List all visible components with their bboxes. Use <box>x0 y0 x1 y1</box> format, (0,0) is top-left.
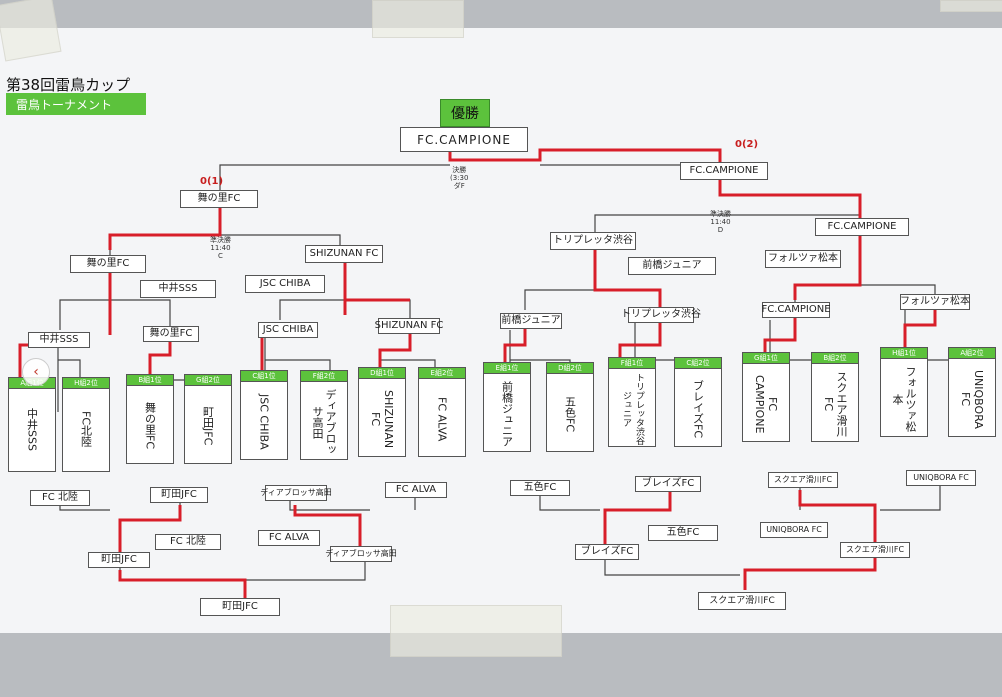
tape <box>0 0 62 62</box>
page-title: 第38回雷鳥カップ <box>6 76 131 94</box>
team-group: E組2位 <box>419 368 465 379</box>
consolation-box: 五色FC <box>510 480 570 496</box>
team-name: FC北陸 <box>79 410 93 447</box>
r1-winner-3: JSC CHIBA <box>258 322 318 338</box>
consolation-box: 五色FC <box>648 525 718 541</box>
team-name: JSC CHIBA <box>257 394 271 450</box>
consolation-final-right: スクエア滑川FC <box>698 592 786 610</box>
consolation-final-left: 町田JFC <box>200 598 280 616</box>
tape <box>390 605 562 657</box>
r1-winner-6: トリプレッタ渋谷 <box>621 307 701 323</box>
consolation-box: ブレイズFC <box>635 476 701 492</box>
team-group: D組2位 <box>547 363 593 374</box>
team-name: UNIQBORA FC <box>959 369 985 429</box>
team-card: B組2位スクエア滑川FC <box>811 352 859 442</box>
team-group: F組2位 <box>301 371 347 382</box>
r1-winner-5: 前橋ジュニア <box>500 313 562 329</box>
team-card: A組2位 UNIQBORA FC <box>948 347 996 437</box>
team-name: ブレイズFC <box>691 379 705 438</box>
team-card: D組1位 SHIZUNAN FC <box>358 367 406 457</box>
consolation-box: UNIQBORA FC <box>760 522 828 538</box>
consolation-box: FC 北陸 <box>155 534 221 550</box>
champion-label: 優勝 <box>440 99 490 127</box>
tape <box>940 0 1002 12</box>
r1-winner-7: FC.CAMPIONE <box>762 302 831 318</box>
consolation-box: スクエア滑川FC <box>840 542 910 558</box>
team-card: G組2位町田JFC <box>184 374 232 464</box>
semi-right-box: FC.CAMPIONE <box>680 162 768 180</box>
team-name: トリプレッタ渋谷ジュニア <box>621 373 644 445</box>
consolation-box: ブレイズFC <box>575 544 639 560</box>
semi-left-box: 舞の里FC <box>180 190 258 208</box>
r1-winner-1: 中井SSS <box>28 332 90 348</box>
team-group: F組1位 <box>609 358 655 369</box>
qf-box-1: 舞の里FC <box>70 255 146 273</box>
r1-winner-8: フォルツァ松本 <box>900 294 970 310</box>
team-group: H組1位 <box>881 348 927 359</box>
qf-box-4: FC.CAMPIONE <box>815 218 909 236</box>
r2-box-1: 中井SSS <box>140 280 216 298</box>
consolation-box: FC ALVA <box>385 482 447 498</box>
team-name: フォルツァ松本 <box>891 366 917 432</box>
qf-box-3: トリプレッタ渋谷 <box>550 232 636 250</box>
team-card: C組2位ブレイズFC <box>674 357 722 447</box>
team-group: D組1位 <box>359 368 405 379</box>
back-arrow-icon[interactable]: ‹ <box>22 358 50 386</box>
team-group: B組2位 <box>812 353 858 364</box>
team-name: 五色FC <box>563 395 577 432</box>
final-score-left: 0(1) <box>200 176 224 187</box>
r1-winner-4: SHIZUNAN FC <box>375 318 443 334</box>
tape <box>372 0 464 38</box>
subtitle-bar: 雷鳥トーナメント <box>6 93 146 115</box>
consolation-box: FC ALVA <box>258 530 320 546</box>
final-score-right: 0(2) <box>735 139 759 150</box>
team-group: G組1位 <box>743 353 789 364</box>
r2-box-3: 前橋ジュニア <box>628 257 716 275</box>
team-card: C組1位 JSC CHIBA <box>240 370 288 460</box>
team-card: A組1位中井SSS <box>8 377 56 472</box>
team-name: 前橋ジュニア <box>500 381 514 447</box>
team-card: B組1位舞の里FC <box>126 374 174 464</box>
consolation-box: スクエア滑川FC <box>768 472 838 488</box>
qf-box-2: SHIZUNAN FC <box>305 245 383 263</box>
team-name: SHIZUNAN FC <box>369 389 395 449</box>
consolation-box: ディアブロッサ高田 <box>260 485 332 501</box>
team-group: C組2位 <box>675 358 721 369</box>
team-card: F組1位トリプレッタ渋谷ジュニア <box>608 357 656 447</box>
r2-box-4: フォルツァ松本 <box>765 250 841 268</box>
team-card: G組1位 FC CAMPIONE <box>742 352 790 442</box>
team-group: A組2位 <box>949 348 995 359</box>
final-info: 決勝 (3:30 ダF <box>450 166 469 190</box>
consolation-box: 町田JFC <box>88 552 150 568</box>
team-card: H組1位フォルツァ松本 <box>880 347 928 437</box>
team-group: E組1位 <box>484 363 530 374</box>
team-card: E組2位 FC ALVA <box>418 367 466 457</box>
team-group: G組2位 <box>185 375 231 386</box>
team-group: C組1位 <box>241 371 287 382</box>
consolation-box: ディアブロッサ高田 <box>325 546 397 562</box>
champion-box: FC.CAMPIONE <box>400 127 528 152</box>
team-card: E組1位前橋ジュニア <box>483 362 531 452</box>
consolation-box: UNIQBORA FC <box>906 470 976 486</box>
r1-winner-2: 舞の里FC <box>143 326 199 342</box>
team-name: 中井SSS <box>25 407 39 451</box>
team-name: スクエア滑川FC <box>822 371 848 437</box>
team-name: 町田JFC <box>201 406 215 446</box>
team-group: H組2位 <box>63 378 109 389</box>
r2-box-2: JSC CHIBA <box>245 275 325 293</box>
team-card: H組2位 FC北陸 <box>62 377 110 472</box>
team-name: FC CAMPIONE <box>753 374 779 434</box>
consolation-box: 町田JFC <box>150 487 208 503</box>
team-name: 舞の里FC <box>143 402 157 450</box>
semi-right-info: 準決勝 11:40 D <box>710 210 731 234</box>
team-card: D組2位五色FC <box>546 362 594 452</box>
team-name: FC ALVA <box>435 396 449 442</box>
team-name: ディアブロッサ高田 <box>311 389 337 455</box>
team-group: B組1位 <box>127 375 173 386</box>
consolation-box: FC 北陸 <box>30 490 90 506</box>
semi-left-info: 準決勝 11:40 C <box>210 236 231 260</box>
team-card: F組2位ディアブロッサ高田 <box>300 370 348 460</box>
